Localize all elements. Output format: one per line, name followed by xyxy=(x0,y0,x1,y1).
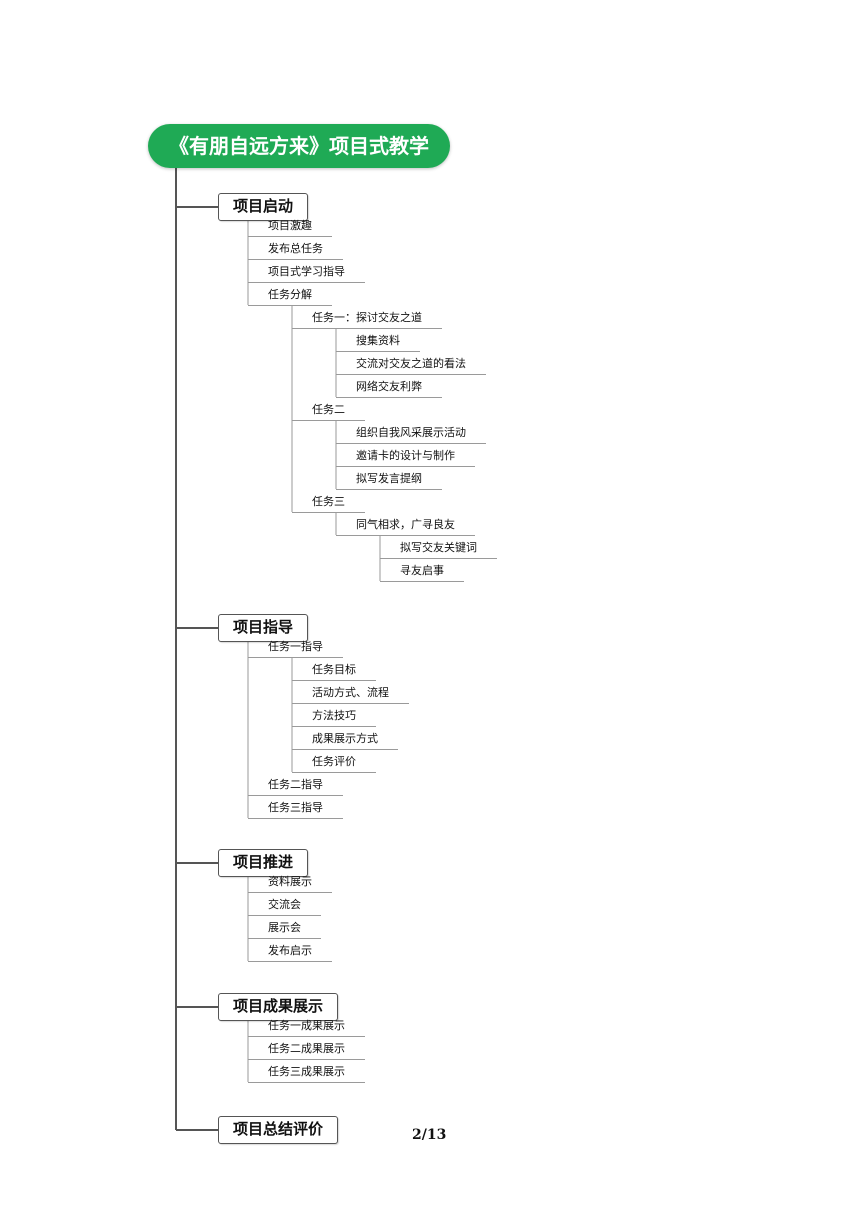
topic-node: 交流对交友之道的看法 xyxy=(336,357,486,375)
section-node: 项目指导 xyxy=(218,614,309,642)
topic-node: 方法技巧 xyxy=(292,709,376,727)
topic-node: 任务三成果展示 xyxy=(248,1065,365,1083)
topic-node: 活动方式、流程 xyxy=(292,686,409,704)
topic-node: 项目式学习指导 xyxy=(248,265,365,283)
root-node: 《有朋自远方来》项目式教学 xyxy=(148,124,450,168)
topic-node: 成果展示方式 xyxy=(292,732,398,750)
topic-node: 展示会 xyxy=(248,921,321,939)
topic-node: 发布总任务 xyxy=(248,242,343,260)
topic-node: 拟写发言提纲 xyxy=(336,472,442,490)
topic-node: 任务目标 xyxy=(292,663,376,681)
topic-node: 组织自我风采展示活动 xyxy=(336,426,486,444)
topic-node: 任务二指导 xyxy=(248,778,343,796)
page-number: 2/13 xyxy=(412,1127,447,1143)
section-node: 项目成果展示 xyxy=(218,993,339,1021)
topic-node: 任务一成果展示 xyxy=(248,1019,365,1037)
topic-node: 任务二 xyxy=(292,403,365,421)
topic-node: 同气相求，广寻良友 xyxy=(336,518,475,536)
topic-node: 寻友启事 xyxy=(380,564,464,582)
topic-node: 任务三指导 xyxy=(248,801,343,819)
topic-node: 任务评价 xyxy=(292,755,376,773)
topic-node: 任务一指导 xyxy=(248,640,343,658)
topic-node: 资料展示 xyxy=(248,875,332,893)
topic-node: 交流会 xyxy=(248,898,321,916)
section-node: 项目启动 xyxy=(218,193,309,221)
section-node: 项目总结评价 xyxy=(218,1116,339,1144)
topic-node: 发布启示 xyxy=(248,944,332,962)
topic-node: 网络交友利弊 xyxy=(336,380,442,398)
topic-node: 拟写交友关键词 xyxy=(380,541,497,559)
section-node: 项目推进 xyxy=(218,849,309,877)
topic-node: 搜集资料 xyxy=(336,334,420,352)
topic-node: 邀请卡的设计与制作 xyxy=(336,449,475,467)
topic-node: 项目激趣 xyxy=(248,219,332,237)
topic-node: 任务一：探讨交友之道 xyxy=(292,311,442,329)
topic-node: 任务分解 xyxy=(248,288,332,306)
topic-node: 任务三 xyxy=(292,495,365,513)
topic-node: 任务二成果展示 xyxy=(248,1042,365,1060)
